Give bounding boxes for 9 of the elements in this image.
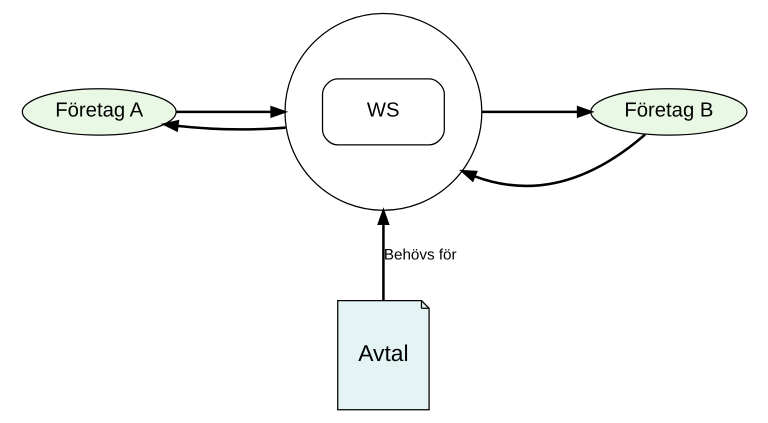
arrow (176, 106, 288, 118)
node-ellipse: Företag A (21, 88, 176, 136)
arrow (482, 106, 594, 118)
arrow (458, 134, 646, 188)
node-circle: WS (284, 12, 482, 211)
arrow (160, 120, 286, 132)
node-ellipse: Företag B (590, 88, 748, 136)
edge-label: Behövs för (383, 246, 456, 264)
arrow (376, 207, 390, 300)
